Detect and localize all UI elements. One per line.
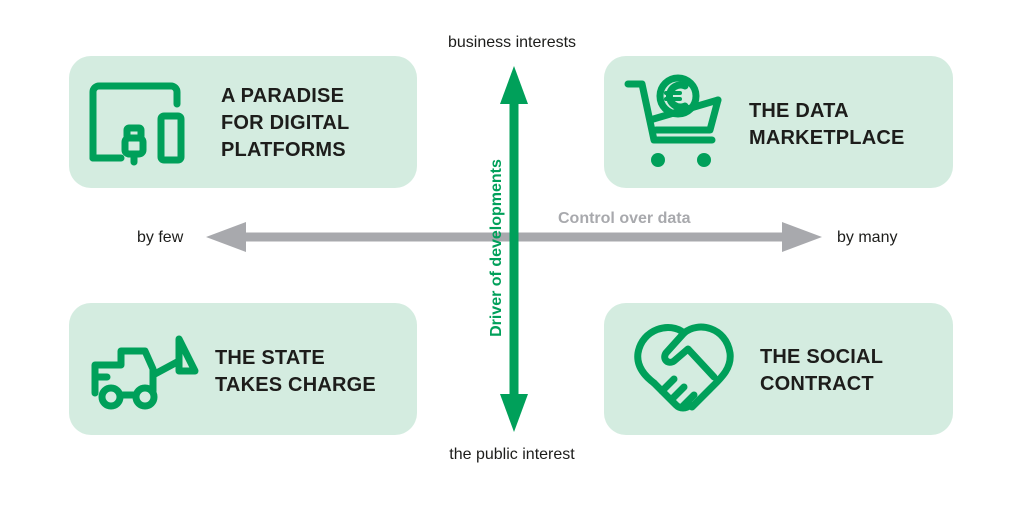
- quadrant-social-contract: THE SOCIAL CONTRACT: [604, 303, 953, 435]
- axis-bottom-label: the public interest: [449, 446, 575, 463]
- title-line: THE SOCIAL: [760, 346, 884, 368]
- title-line: TAKES CHARGE: [215, 374, 376, 396]
- quadrant-title: THE SOCIAL CONTRACT: [760, 344, 883, 398]
- axis-left-label: by few: [137, 229, 184, 246]
- bulldozer-icon: [91, 335, 199, 410]
- title-line: FOR DIGITAL: [221, 112, 350, 134]
- title-line: THE DATA: [749, 100, 849, 122]
- title-line: MARKETPLACE: [749, 127, 905, 149]
- title-line: A PARADISE: [221, 85, 345, 107]
- quadrant-paradise-digital-platforms: A PARADISE FOR DIGITAL PLATFORMS: [69, 56, 417, 188]
- handshake-icon: [634, 323, 734, 412]
- vertical-axis-title: Driver of developments: [488, 159, 505, 337]
- title-line: PLATFORMS: [221, 139, 346, 161]
- quadrant-state-takes-charge: THE STATE TAKES CHARGE: [69, 303, 417, 435]
- quadrant-title: THE DATA MARKETPLACE: [749, 98, 905, 152]
- quadrant-data-marketplace: THE DATA MARKETPLACE: [604, 56, 953, 188]
- quadrant-title: A PARADISE FOR DIGITAL PLATFORMS: [221, 83, 349, 164]
- horizontal-axis-title: Control over data: [558, 210, 691, 227]
- quadrant-title: THE STATE TAKES CHARGE: [215, 345, 376, 399]
- title-line: CONTRACT: [760, 373, 874, 395]
- euro-shopping-cart-icon: [624, 74, 722, 167]
- vertical-axis-arrow: [500, 66, 528, 432]
- title-line: THE STATE: [215, 347, 325, 369]
- axis-right-label: by many: [837, 229, 898, 246]
- axis-top-label: business interests: [447, 34, 577, 51]
- devices-icon: [89, 82, 185, 166]
